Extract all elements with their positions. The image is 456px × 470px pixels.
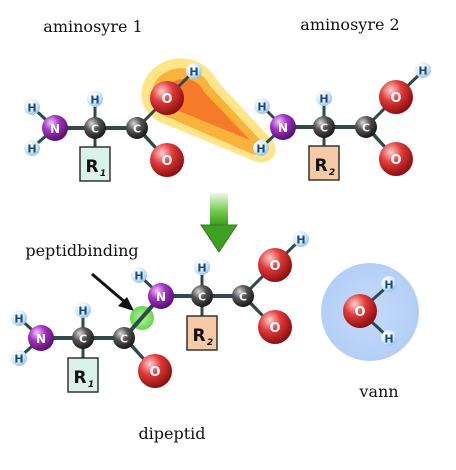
hydrogen-atom: H	[254, 98, 270, 114]
svg-text:O: O	[161, 154, 172, 169]
oxygen-atom: O	[343, 294, 377, 328]
svg-text:2: 2	[207, 338, 213, 348]
reaction-arrow	[200, 193, 238, 253]
carbon-atom: C	[72, 327, 94, 349]
svg-text:O: O	[161, 92, 172, 107]
hydrogen-atom: H	[24, 99, 40, 115]
svg-text:H: H	[27, 143, 36, 156]
label-aminosyre-2: aminosyre 2	[300, 15, 399, 34]
svg-text:N: N	[156, 290, 166, 304]
svg-text:N: N	[36, 332, 46, 346]
svg-text:O: O	[354, 305, 365, 320]
svg-text:H: H	[319, 93, 328, 106]
svg-text:C: C	[239, 291, 247, 304]
nitrogen-atom: N	[148, 283, 174, 309]
oxygen-atom: O	[379, 80, 413, 114]
svg-text:H: H	[134, 270, 143, 283]
hydrogen-atom: H	[194, 259, 210, 275]
carbon-atom: C	[84, 117, 106, 139]
oxygen-atom: O	[379, 142, 413, 176]
svg-text:O: O	[269, 259, 280, 274]
label-dipeptid: dipeptid	[138, 424, 205, 443]
r2-group: R 2	[308, 145, 340, 181]
r2-group: R 2	[186, 315, 218, 351]
svg-text:R: R	[314, 156, 327, 176]
svg-text:C: C	[198, 291, 206, 304]
hydrogen-atom: H	[24, 140, 40, 156]
amino-acid-2: H H N H C C O H	[253, 62, 431, 181]
svg-text:H: H	[14, 313, 23, 326]
svg-text:C: C	[320, 122, 328, 135]
svg-text:H: H	[257, 101, 266, 114]
oxygen-atom: O	[258, 248, 292, 282]
hydrogen-atom: H	[415, 62, 431, 78]
svg-text:C: C	[120, 333, 128, 346]
svg-text:H: H	[78, 305, 87, 318]
svg-text:O: O	[269, 321, 280, 336]
r1-group: R 1	[79, 146, 111, 182]
hydrogen-atom: H	[381, 330, 397, 346]
carbon-atom: C	[191, 285, 213, 307]
svg-text:H: H	[296, 234, 305, 247]
svg-text:C: C	[133, 123, 141, 136]
svg-text:H: H	[384, 279, 393, 292]
hydrogen-atom: H	[11, 310, 27, 326]
svg-text:N: N	[278, 121, 288, 135]
peptide-bond-pointer-arrow	[91, 272, 134, 311]
carbon-atom: C	[113, 327, 135, 349]
label-vann: vann	[358, 382, 398, 401]
svg-text:R: R	[73, 368, 86, 388]
svg-text:H: H	[189, 66, 198, 79]
hydrogen-atom: H	[186, 63, 202, 79]
svg-text:1: 1	[88, 380, 94, 390]
oxygen-atom: O	[150, 143, 184, 177]
svg-text:N: N	[50, 122, 60, 136]
svg-text:C: C	[362, 122, 370, 135]
carbon-atom: C	[232, 285, 254, 307]
oxygen-atom: O	[138, 354, 172, 388]
svg-text:C: C	[91, 123, 99, 136]
hydrogen-atom: H	[131, 267, 147, 283]
svg-text:O: O	[390, 153, 401, 168]
svg-text:H: H	[90, 94, 99, 107]
nitrogen-atom: N	[28, 325, 54, 351]
svg-text:1: 1	[100, 169, 106, 179]
nitrogen-atom: N	[42, 115, 68, 141]
svg-text:H: H	[14, 353, 23, 366]
oxygen-atom: O	[150, 81, 184, 115]
hydrogen-atom: H	[253, 140, 269, 156]
svg-text:O: O	[390, 91, 401, 106]
hydrogen-atom: H	[381, 276, 397, 292]
hydrogen-atom: H	[293, 231, 309, 247]
svg-text:H: H	[256, 143, 265, 156]
label-aminosyre-1: aminosyre 1	[43, 17, 142, 36]
nitrogen-atom: N	[270, 114, 296, 140]
svg-text:H: H	[27, 102, 36, 115]
carbon-atom: C	[313, 116, 335, 138]
svg-text:H: H	[384, 333, 393, 346]
svg-text:R: R	[192, 326, 205, 346]
hydrogen-atom: H	[316, 90, 332, 106]
carbon-atom: C	[126, 117, 148, 139]
dipeptide: H H N H C C O R 1	[11, 231, 309, 393]
amino-acid-1: H H N H C C O H	[24, 63, 202, 182]
svg-text:R: R	[85, 157, 98, 177]
hydrogen-atom: H	[75, 302, 91, 318]
svg-text:2: 2	[329, 168, 335, 178]
r1-group: R 1	[67, 357, 99, 393]
label-peptidbinding: peptidbinding	[25, 241, 138, 260]
hydrogen-atom: H	[11, 350, 27, 366]
svg-text:O: O	[149, 365, 160, 380]
hydrogen-atom: H	[87, 91, 103, 107]
svg-text:H: H	[418, 65, 427, 78]
water-molecule: O H H	[321, 263, 419, 361]
svg-text:C: C	[79, 333, 87, 346]
oxygen-atom: O	[258, 310, 292, 344]
svg-text:H: H	[197, 262, 206, 275]
carbon-atom: C	[355, 116, 377, 138]
